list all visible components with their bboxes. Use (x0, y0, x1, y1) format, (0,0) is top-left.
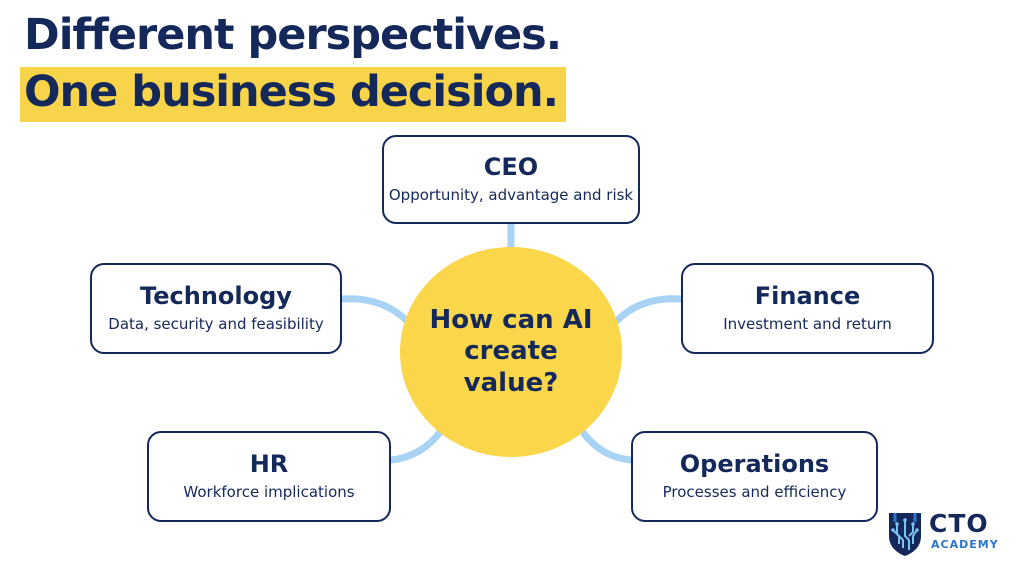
card-hr-subtitle: Workforce implications (183, 483, 355, 502)
card-hr: HR Workforce implications (147, 431, 391, 522)
card-hr-title: HR (249, 450, 289, 479)
central-question: How can AI create value? (400, 247, 622, 457)
headline-line-1: Different perspectives. (24, 10, 562, 60)
card-ceo: CEO Opportunity, advantage and risk (382, 135, 640, 224)
central-question-text: How can AI create value? (429, 305, 593, 398)
card-finance-title: Finance (754, 282, 861, 311)
card-technology-subtitle: Data, security and feasibility (108, 315, 324, 334)
logo-tagline: ACADEMY (931, 538, 999, 551)
headline-line-2: One business decision. (20, 67, 566, 122)
logo-wordmark: CTO ACADEMY (929, 509, 999, 552)
card-technology-title: Technology (140, 282, 292, 311)
connector-technology (338, 295, 416, 330)
connector-hr (387, 427, 445, 464)
connector-finance (608, 295, 685, 330)
cto-academy-logo: CTO ACADEMY (885, 510, 1015, 560)
card-ceo-title: CEO (483, 153, 539, 182)
circuit-shield-icon (889, 513, 921, 556)
connector-operations (578, 427, 635, 464)
card-operations-title: Operations (679, 450, 830, 479)
card-operations-subtitle: Processes and efficiency (662, 483, 847, 502)
card-finance: Finance Investment and return (681, 263, 934, 354)
logo-name: CTO (929, 509, 989, 538)
card-ceo-subtitle: Opportunity, advantage and risk (388, 186, 634, 205)
card-finance-subtitle: Investment and return (723, 315, 892, 334)
card-technology: Technology Data, security and feasibilit… (90, 263, 342, 354)
card-operations: Operations Processes and efficiency (631, 431, 878, 522)
headline: Different perspectives. One business dec… (20, 10, 567, 122)
